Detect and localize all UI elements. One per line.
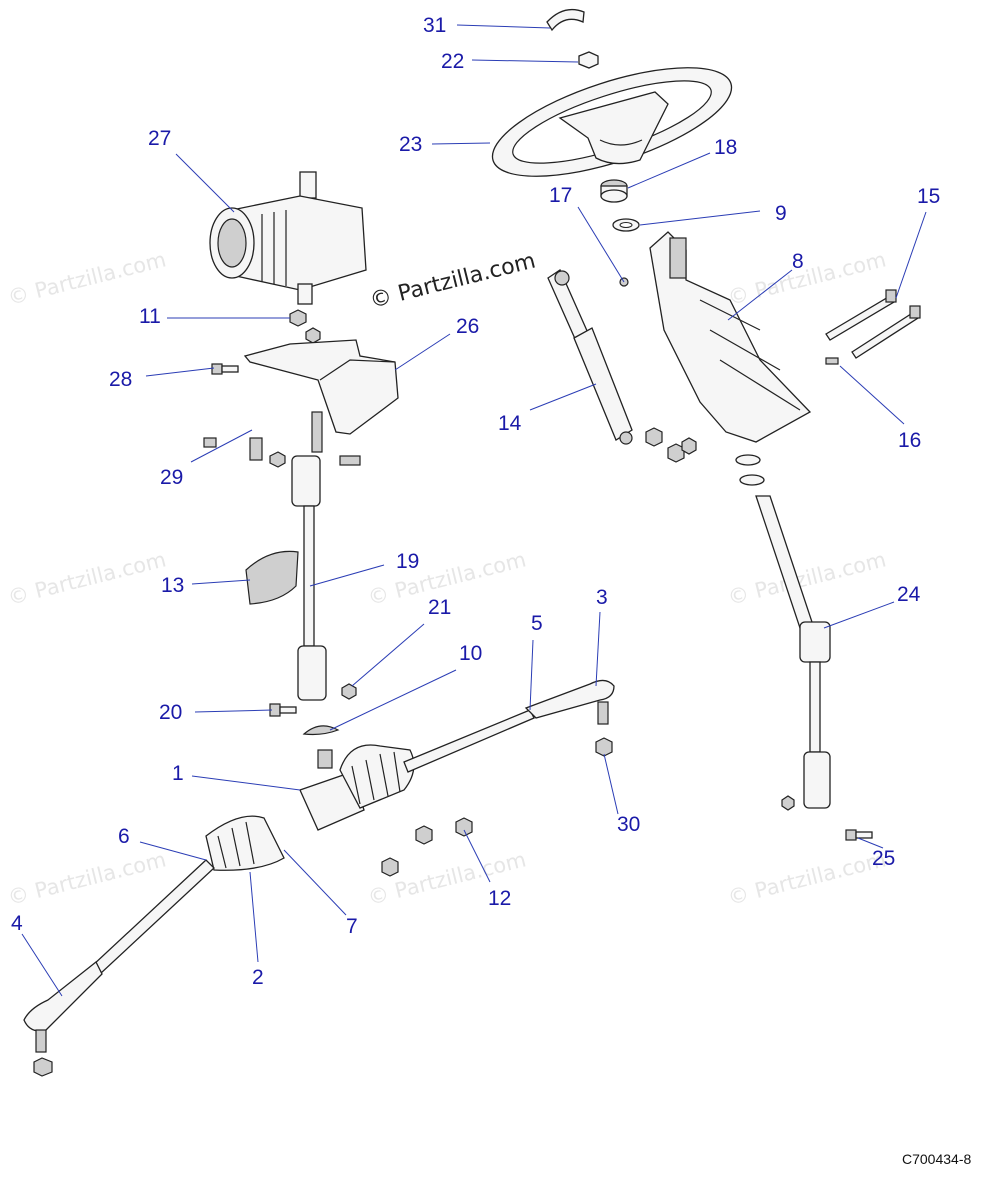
callout-4: 4	[11, 912, 23, 935]
watermark: © Partzilla.com	[5, 247, 168, 309]
callout-2: 2	[252, 966, 264, 989]
diagram-code: C700434-8	[902, 1151, 971, 1167]
callout-17: 17	[549, 184, 572, 207]
callout-27: 27	[148, 127, 171, 150]
callout-26: 26	[456, 315, 479, 338]
callout-12: 12	[488, 887, 511, 910]
callout-15: 15	[917, 185, 940, 208]
part-horn-cap	[546, 8, 585, 32]
callout-7: 7	[346, 915, 358, 938]
part-bolts	[203, 363, 361, 468]
watermark: © Partzilla.com	[725, 247, 888, 309]
part-long-bolts	[825, 289, 921, 365]
callout-22: 22	[441, 50, 464, 73]
part-steering-rack	[23, 679, 615, 1077]
callout-23: 23	[399, 133, 422, 156]
watermark: © Partzilla.com	[5, 547, 168, 609]
callout-20: 20	[159, 701, 182, 724]
callout-16: 16	[898, 429, 921, 452]
part-intermediate-shaft	[291, 455, 327, 701]
callout-1: 1	[172, 762, 184, 785]
part-shaft-boot	[245, 550, 299, 605]
callout-31: 31	[423, 14, 446, 37]
watermark: © Partzilla.com	[5, 847, 168, 909]
watermark: © Partzilla.com	[725, 847, 888, 909]
watermark: © Partzilla.com	[725, 547, 888, 609]
part-pad	[302, 725, 340, 736]
leader-lines	[21, 24, 927, 997]
callout-28: 28	[109, 368, 132, 391]
part-bracket-nuts	[645, 427, 697, 463]
callout-30: 30	[617, 813, 640, 836]
callout-21: 21	[428, 596, 451, 619]
callout-11: 11	[139, 305, 161, 328]
callout-labels: 1 2 3 4 5 6 7 8 9 10 11 12 13 14 15 16 1…	[11, 14, 940, 989]
part-column-bracket	[649, 231, 812, 443]
callout-29: 29	[160, 466, 183, 489]
callout-10: 10	[459, 642, 482, 665]
part-steering-nut	[578, 51, 599, 69]
part-lower-shaft	[735, 454, 873, 841]
part-steering-wheel	[491, 67, 733, 177]
part-bolt	[269, 703, 297, 717]
part-gas-strut	[547, 269, 633, 445]
brand-label: © Partzilla.com	[367, 248, 538, 313]
part-washer	[612, 218, 640, 232]
callout-18: 18	[714, 136, 737, 159]
part-mount-bracket	[243, 339, 399, 435]
callout-13: 13	[161, 574, 184, 597]
callout-3: 3	[596, 586, 608, 609]
callout-9: 9	[775, 202, 787, 225]
callout-6: 6	[118, 825, 130, 848]
callout-25: 25	[872, 847, 895, 870]
part-lock-nuts	[381, 737, 613, 877]
part-nut	[341, 683, 357, 700]
callout-5: 5	[531, 612, 543, 635]
callout-8: 8	[792, 250, 804, 273]
callout-14: 14	[498, 412, 522, 435]
part-power-steering-unit	[209, 171, 367, 305]
watermark-layer: © Partzilla.com © Partzilla.com © Partzi…	[5, 247, 888, 909]
callout-24: 24	[897, 583, 921, 606]
callout-19: 19	[396, 550, 419, 573]
part-nut-pair	[289, 309, 321, 344]
part-bushing	[600, 179, 628, 203]
